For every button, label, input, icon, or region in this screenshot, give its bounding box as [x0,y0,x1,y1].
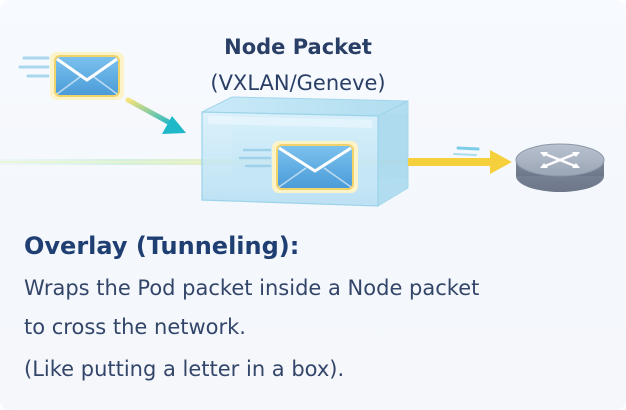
router-icon [515,143,605,192]
exit-speed-lines [453,146,480,156]
diagonal-arrow [125,97,186,134]
description-line-3: (Like putting a letter in a box). [24,357,345,381]
tunneling-diagram: Node Packet (VXLAN/Geneve) [0,35,605,207]
description-line-2: to cross the network. [24,315,246,339]
inner-speed-lines [238,148,272,168]
output-arrow-icon [408,150,512,174]
pod-packet-speed-lines [18,56,50,78]
description-line-1: Wraps the Pod packet inside a Node packe… [24,276,480,300]
overlay-heading: Overlay (Tunneling): [24,232,300,260]
node-packet-title: Node Packet [224,35,372,59]
pod-packet-envelope-icon [50,52,124,100]
inner-envelope-icon [272,141,358,193]
description-block: Overlay (Tunneling): Wraps the Pod packe… [24,226,614,390]
node-packet-subtitle: (VXLAN/Geneve) [210,71,385,95]
